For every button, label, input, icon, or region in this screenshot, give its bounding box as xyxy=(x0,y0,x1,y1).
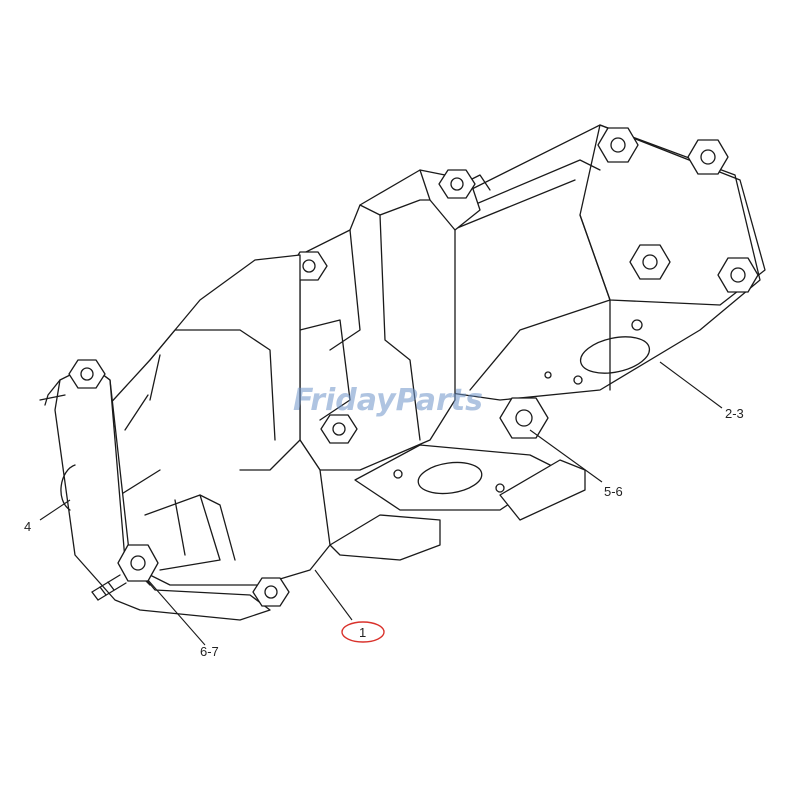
callout-1-highlight-ring xyxy=(341,621,385,643)
leader-lines xyxy=(39,361,723,646)
callout-1: 1 xyxy=(359,625,366,640)
leader-line-5-6 xyxy=(529,429,603,483)
mounting-bolts xyxy=(68,359,290,607)
bolt-head-icon xyxy=(597,127,639,163)
bolt-head-icon xyxy=(320,414,358,444)
callout-2-3: 2-3 xyxy=(725,406,744,421)
bolt-head-icon xyxy=(438,169,476,199)
bolt-head-icon xyxy=(68,359,106,389)
bolt-head-icon xyxy=(629,244,671,280)
watermark-text: FridayParts xyxy=(293,383,483,418)
fridayparts-watermark: FridayParts xyxy=(293,383,483,418)
front-housing xyxy=(94,254,331,586)
callout-labels: 2-3 5-6 4 6-7 1 xyxy=(24,406,744,659)
bolt-head-icon xyxy=(717,257,759,293)
leader-line-1 xyxy=(314,569,353,621)
callout-6-7: 6-7 xyxy=(200,644,219,659)
callout-4: 4 xyxy=(24,519,31,534)
callout-5-6: 5-6 xyxy=(604,484,623,499)
leader-line-2-3 xyxy=(659,361,723,409)
bolt-head-icon xyxy=(687,139,729,175)
mid-flange-section xyxy=(299,169,491,471)
port-plate xyxy=(329,444,586,561)
bolt-head-icon xyxy=(252,577,290,607)
rear-cover-bolts xyxy=(597,127,759,293)
leader-line-6-7 xyxy=(147,579,206,646)
bolt-head-icon xyxy=(499,397,549,439)
rear-gear-section xyxy=(429,124,766,401)
leader-line-4 xyxy=(39,499,71,521)
bolt-icon xyxy=(91,544,159,601)
